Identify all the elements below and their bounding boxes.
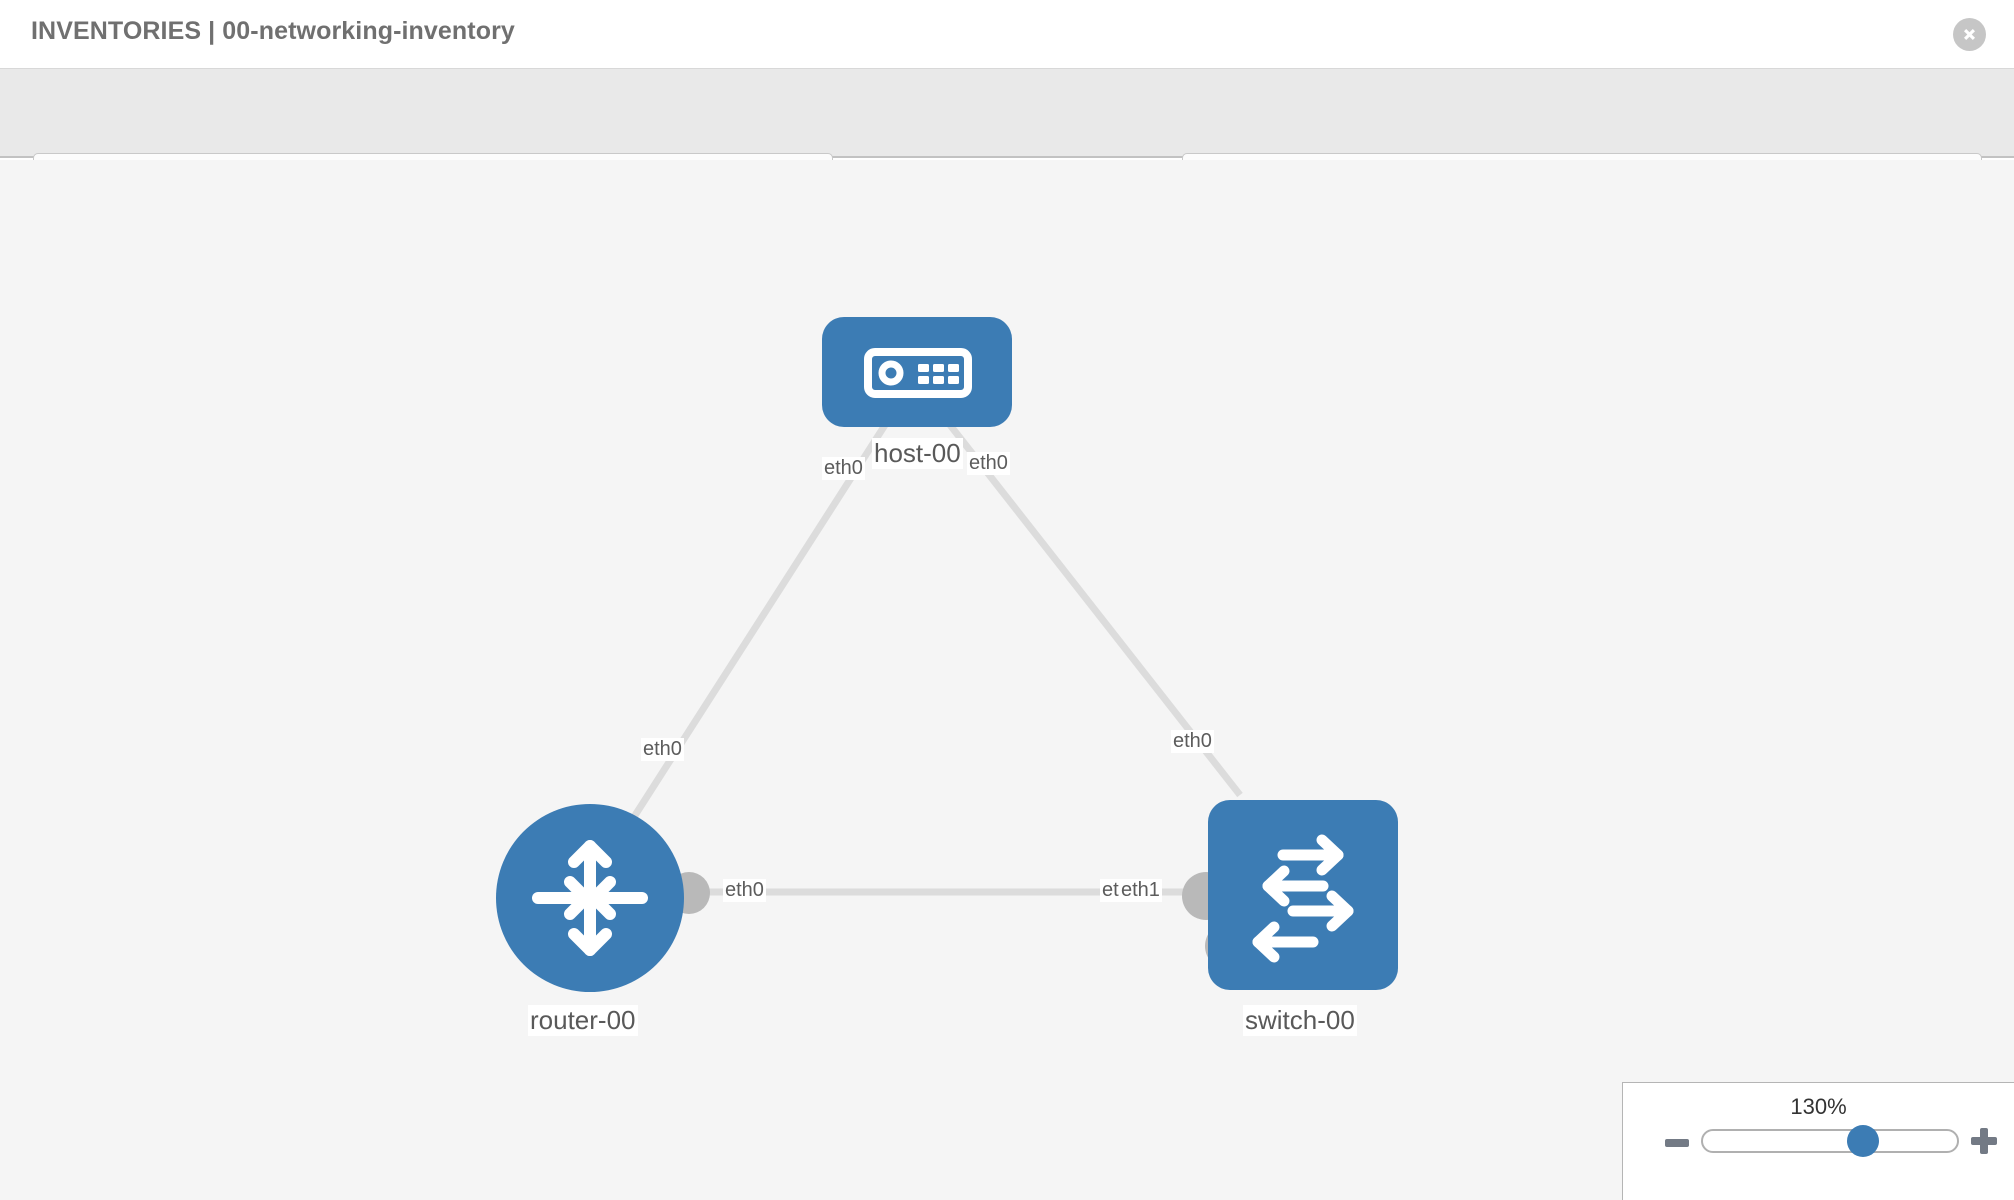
node-router-00-shape[interactable] bbox=[496, 804, 684, 992]
node-switch-00-shape[interactable] bbox=[1208, 800, 1398, 990]
node-router-00-label: router-00 bbox=[528, 1005, 638, 1036]
iface-label-switch00-left-b: eth1 bbox=[1119, 879, 1162, 902]
window-header: INVENTORIES | 00-networking-inventory bbox=[0, 0, 2014, 69]
router-arrows-icon bbox=[532, 840, 648, 956]
zoom-slider[interactable] bbox=[1701, 1125, 1959, 1157]
iface-label-host00-right: eth0 bbox=[967, 452, 1010, 475]
topology-canvas[interactable]: host-00 bbox=[0, 160, 2014, 1200]
toolbar: ACTIONS SEARCH bbox=[0, 69, 2014, 205]
server-icon bbox=[864, 348, 972, 398]
node-switch-00[interactable] bbox=[1208, 800, 1398, 990]
node-host-00-label: host-00 bbox=[872, 438, 963, 469]
iface-label-switch00-up: eth0 bbox=[1171, 730, 1214, 753]
iface-label-router00-up: eth0 bbox=[641, 738, 684, 761]
switch-arrows-icon bbox=[1252, 834, 1354, 963]
topology-links bbox=[597, 422, 1243, 896]
zoom-percent-label: 130% bbox=[1790, 1094, 1847, 1119]
iface-label-switch00-left-a: et bbox=[1100, 879, 1121, 902]
iface-label-router00-right: eth0 bbox=[723, 879, 766, 902]
node-switch-00-label: switch-00 bbox=[1243, 1005, 1357, 1036]
zoom-in-button[interactable] bbox=[1971, 1128, 1997, 1154]
node-host-00[interactable] bbox=[822, 317, 1012, 427]
node-host-00-shape[interactable] bbox=[822, 317, 1012, 427]
close-icon[interactable] bbox=[1953, 18, 1986, 51]
page-title: INVENTORIES | 00-networking-inventory bbox=[31, 17, 515, 45]
node-router-00[interactable] bbox=[496, 804, 684, 992]
zoom-slider-thumb[interactable] bbox=[1847, 1125, 1879, 1157]
link-host00-router00 bbox=[597, 423, 888, 872]
zoom-control-panel: 130% bbox=[1622, 1082, 2014, 1200]
iface-label-host00-left: eth0 bbox=[822, 457, 865, 480]
zoom-out-button[interactable] bbox=[1665, 1139, 1689, 1147]
